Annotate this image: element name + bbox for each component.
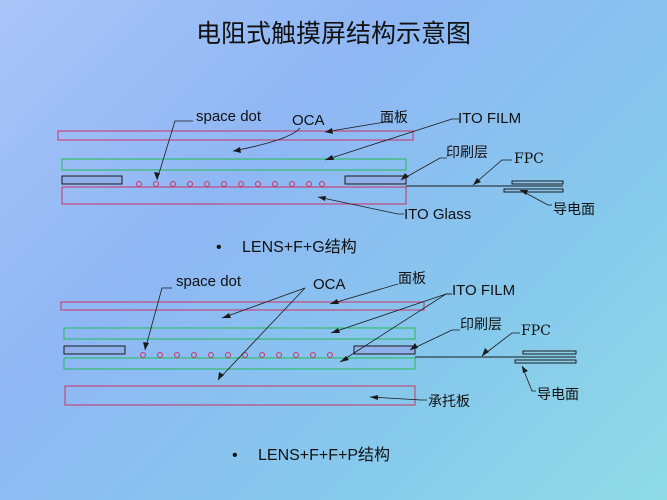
- diagram2-print-right: [353, 345, 416, 355]
- bullet-icon: •: [232, 447, 238, 464]
- diagram2-fpc-bottom: [514, 359, 577, 364]
- diagram1-arrowheads: [154, 128, 528, 201]
- d2-daodian-label: 导电面: [537, 387, 579, 403]
- diagram1-leaders: [156, 118, 552, 215]
- diagram1-print-left: [61, 175, 123, 185]
- d2-fpc-label: FPC: [521, 323, 551, 339]
- d2-mianban-label: 面板: [398, 271, 426, 287]
- diagram2-leaders: [144, 283, 536, 401]
- d1-mianban-label: 面板: [380, 110, 408, 126]
- diagram1-ito-glass: [61, 186, 407, 205]
- page-title: 电阻式触摸屏结构示意图: [195, 19, 471, 48]
- d2-oca-label: OCA: [313, 276, 346, 293]
- diagram1-ito-film-layer: [61, 158, 407, 171]
- d2-yinshua-label: 印刷层: [460, 317, 502, 333]
- d1-space-dot-label: space dot: [196, 108, 262, 125]
- d2-structure-text: LENS+F+F+P结构: [258, 447, 391, 464]
- diagram2-oca-lower: [63, 357, 416, 370]
- diagram2-layers: [60, 301, 577, 406]
- diagram2-space-dots: [140, 352, 333, 358]
- diagram1-fpc-bottom: [503, 188, 564, 193]
- bullet-icon: •: [216, 239, 222, 256]
- d1-ito-glass-label: ITO Glass: [404, 206, 472, 223]
- diagram2-panel: [60, 301, 425, 311]
- d1-oca-label: OCA: [292, 112, 325, 129]
- diagram2-support-plate: [64, 385, 416, 406]
- d1-structure-caption: • LENS+F+G结构: [216, 233, 357, 257]
- d1-yinshua-label: 印刷层: [446, 145, 488, 161]
- diagram2-print-left: [63, 345, 126, 355]
- diagram2-fpc-top: [522, 350, 577, 355]
- d1-fpc-label: FPC: [514, 151, 544, 167]
- diagram1-layers: [57, 130, 564, 205]
- diagram2-arrowheads: [143, 299, 528, 400]
- d2-structure-caption: • LENS+F+F+P结构: [232, 441, 390, 465]
- d1-structure-text: LENS+F+G结构: [242, 239, 357, 256]
- d2-ito-film-label: ITO FILM: [452, 282, 516, 299]
- d2-space-dot-label: space dot: [176, 273, 242, 290]
- diagram1-panel: [57, 130, 414, 141]
- d1-daodian-label: 导电面: [553, 202, 595, 218]
- diagram1-fpc-top: [511, 180, 564, 185]
- diagram1-space-dots: [136, 181, 325, 187]
- diagram2-ito-film-layer: [63, 327, 416, 340]
- diagram1-print-right: [344, 175, 407, 185]
- d1-ito-film-label: ITO FILM: [458, 110, 522, 127]
- d2-chengtuo-label: 承托板: [428, 394, 470, 410]
